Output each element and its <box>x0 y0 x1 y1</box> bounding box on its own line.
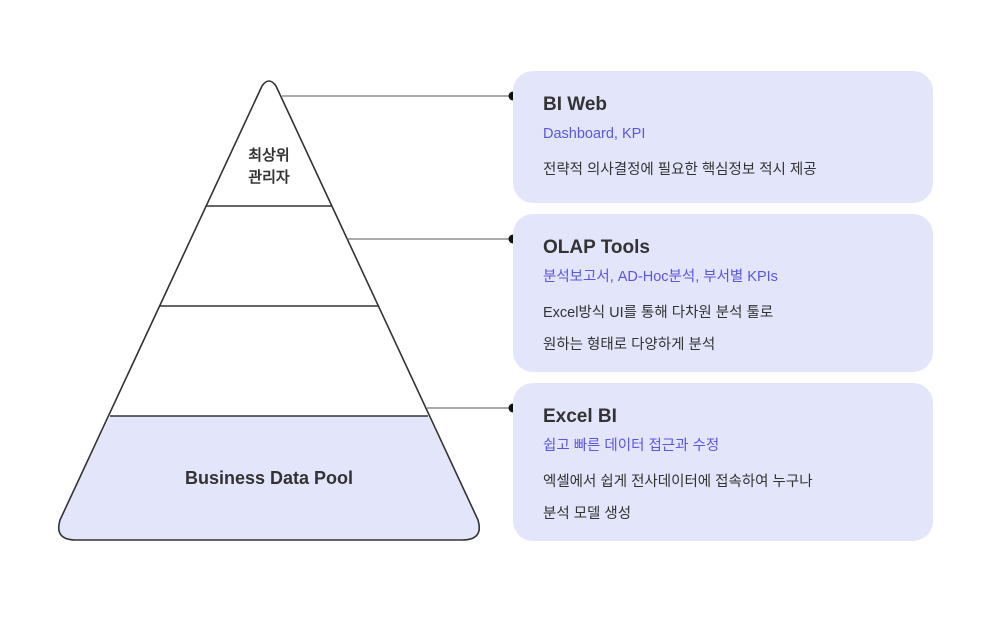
card-subtitle: Dashboard, KPI <box>543 126 646 142</box>
card-olap-tools: OLAP Tools 분석보고서, AD-Hoc분석, 부서별 KPIs Exc… <box>513 214 933 372</box>
card-description-line: 분석 모델 생성 <box>543 506 632 522</box>
pyramid-outline <box>57 80 481 541</box>
card-description: Excel방식 UI를 통해 다차원 분석 툴로 원하는 형태로 다양하게 분석 <box>543 297 903 361</box>
card-excel-bi: Excel BI 쉽고 빠른 데이터 접근과 수정 엑셀에서 쉽게 전사데이터에… <box>513 383 933 541</box>
card-description-line: Excel방식 UI를 통해 다차원 분석 툴로 <box>543 305 774 321</box>
card-description-line: 전략적 의사결정에 필요한 핵심정보 적시 제공 <box>543 162 817 178</box>
card-title: Excel BI <box>543 406 617 427</box>
card-description-line: 엑셀에서 쉽게 전사데이터에 접속하여 누구나 <box>543 474 813 490</box>
card-bi-web: BI Web Dashboard, KPI 전략적 의사결정에 필요한 핵심정보… <box>513 71 933 203</box>
pyramid-base-label: Business Data Pool <box>185 468 353 488</box>
pyramid-top-label-line2: 관리자 <box>248 169 290 186</box>
card-description-line: 원하는 형태로 다양하게 분석 <box>543 337 716 353</box>
card-title: OLAP Tools <box>543 237 650 258</box>
pyramid-top-label-line1: 최상위 <box>248 146 289 164</box>
card-description: 전략적 의사결정에 필요한 핵심정보 적시 제공 <box>543 154 903 186</box>
card-subtitle: 쉽고 빠른 데이터 접근과 수정 <box>543 438 720 454</box>
card-title: BI Web <box>543 94 608 115</box>
card-description: 엑셀에서 쉽게 전사데이터에 접속하여 누구나 분석 모델 생성 <box>543 466 903 530</box>
card-subtitle: 분석보고서, AD-Hoc분석, 부서별 KPIs <box>543 269 778 285</box>
pyramid-base-fill <box>58 416 480 540</box>
